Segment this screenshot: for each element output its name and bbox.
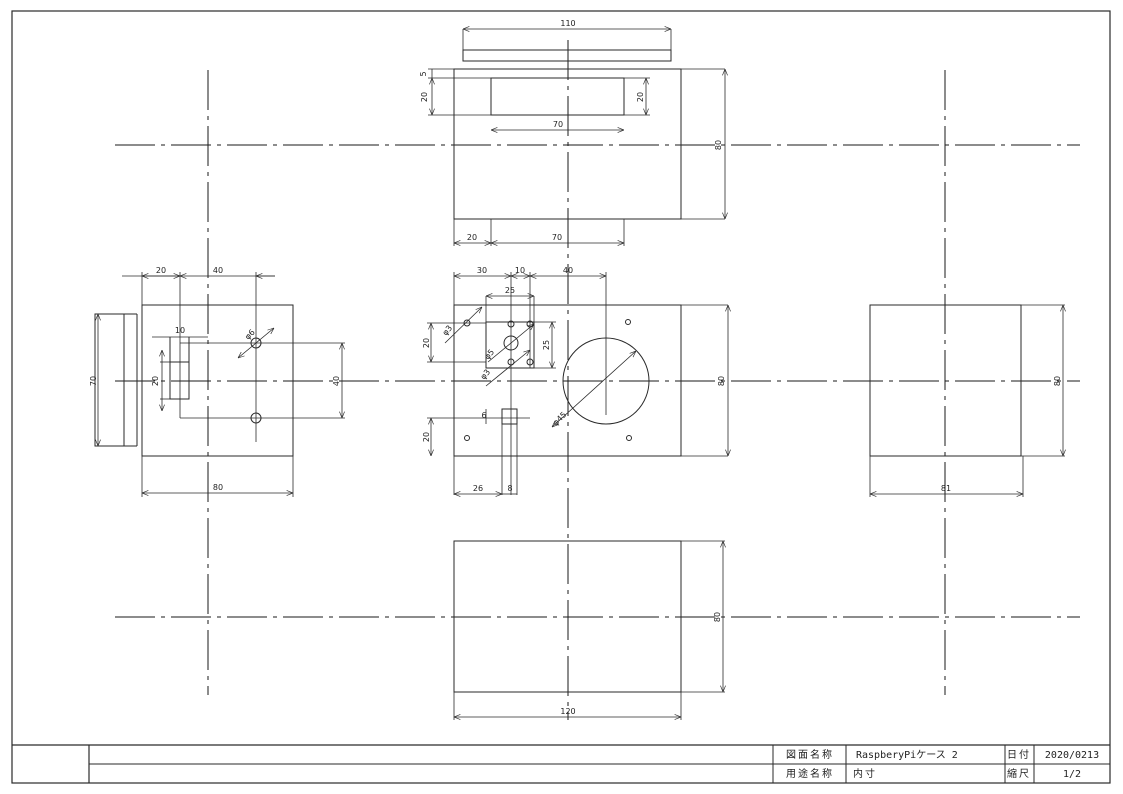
sheet-border xyxy=(11,10,1111,784)
scale-value: 1/2 xyxy=(1063,769,1081,780)
dim-30: 30 xyxy=(477,266,487,275)
dim-110: 110 xyxy=(560,19,575,28)
dim-phi3-a: φ3 xyxy=(441,324,455,338)
dim-70-top: 70 xyxy=(553,120,563,129)
dim-phi45: φ45 xyxy=(551,410,568,427)
dim-phi5: φ5 xyxy=(483,348,497,362)
dim-20-bottom: 20 xyxy=(467,233,477,242)
dim-80-top: 80 xyxy=(714,140,723,150)
title-block: 図面名称 RaspberyPiケース 2 日付 2020/0213 用途名称 内… xyxy=(12,744,1110,783)
date-label: 日付 xyxy=(1007,748,1031,761)
center-lines xyxy=(115,40,1080,720)
dim-80-front: 80 xyxy=(717,376,726,386)
dim-20-left: 20 xyxy=(420,92,429,102)
dim-20-front-bottom: 20 xyxy=(422,432,431,442)
dim-20-front-top: 20 xyxy=(422,338,431,348)
dim-40-front: 40 xyxy=(563,266,573,275)
square-cutout xyxy=(485,321,535,369)
dim-8: 8 xyxy=(507,484,512,493)
dim-20-right: 20 xyxy=(636,92,645,102)
dim-25-w: 25 xyxy=(505,286,515,295)
dim-25-h: 25 xyxy=(542,340,551,350)
dim-40-left-top: 40 xyxy=(213,266,223,275)
dim-81: 81 xyxy=(941,484,951,493)
dim-40-left: 40 xyxy=(332,376,341,386)
dim-70-left: 70 xyxy=(89,376,98,386)
hatched-slot xyxy=(490,77,625,116)
dim-10-left: 10 xyxy=(175,326,185,335)
purpose-label: 用途名称 xyxy=(786,767,834,780)
left-view: 70 20 40 10 20 φ6 40 80 xyxy=(89,266,345,497)
date-value: 2020/0213 xyxy=(1045,750,1099,761)
dim-26: 26 xyxy=(473,484,483,493)
bottom-view: 80 120 xyxy=(453,540,725,720)
scale-label: 縮尺 xyxy=(1007,767,1031,780)
dim-phi6: φ6 xyxy=(243,328,257,342)
drawing-name-label: 図面名称 xyxy=(786,748,834,761)
drawing-name: RaspberyPiケース 2 xyxy=(856,749,958,761)
dim-phi3-b: φ3 xyxy=(479,368,493,382)
dim-5: 5 xyxy=(419,71,428,76)
dim-20-left: 20 xyxy=(151,376,160,386)
dim-20-left-top: 20 xyxy=(156,266,166,275)
dim-120: 120 xyxy=(560,707,575,716)
top-view: 110 5 20 20 70 80 20 70 xyxy=(419,19,725,246)
dim-80-bottom: 80 xyxy=(713,612,722,622)
dim-80-left: 80 xyxy=(213,483,223,492)
dim-80-right: 80 xyxy=(1053,376,1062,386)
dim-6: 6 xyxy=(481,411,486,420)
right-view: 80 81 xyxy=(869,304,1065,497)
dim-10: 10 xyxy=(515,266,525,275)
dim-70-bottom: 70 xyxy=(552,233,562,242)
purpose-value: 内寸 xyxy=(853,767,877,780)
